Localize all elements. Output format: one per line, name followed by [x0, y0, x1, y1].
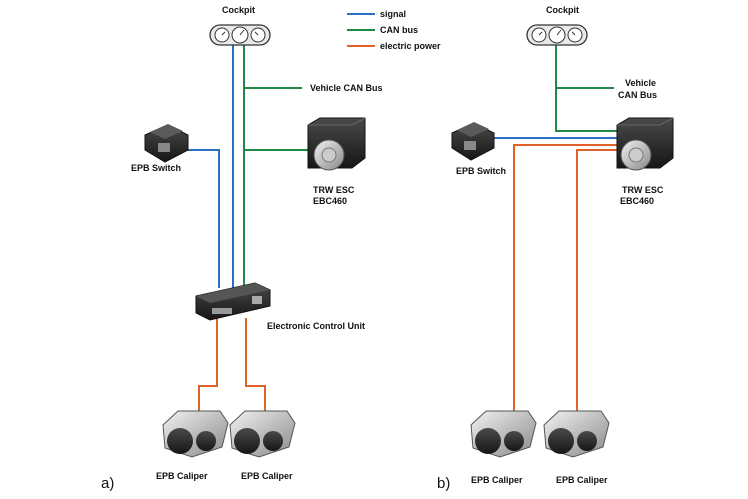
a-epb-switch-label: EPB Switch [131, 163, 181, 173]
a-signal-switch-ecu [183, 149, 220, 288]
b-vehicle-can-bus-label-1: Vehicle [625, 78, 656, 88]
a-cockpit-icon [209, 24, 271, 46]
a-ecu-box-icon [195, 282, 271, 321]
b-power-left-caliper [513, 144, 622, 418]
b-esc-label-2: EBC460 [620, 196, 654, 206]
a-panel-label: a) [101, 475, 114, 492]
a-power-right-caliper [245, 318, 266, 412]
legend-signal-label: signal [380, 9, 406, 19]
b-left-caliper-label: EPB Caliper [471, 475, 523, 485]
b-vehicle-can-bus-label-2: CAN Bus [618, 90, 657, 100]
diagram-a-wires [183, 44, 310, 412]
b-right-caliper-icon [543, 410, 610, 458]
b-cockpit-icon [526, 24, 588, 46]
b-right-caliper-label: EPB Caliper [556, 475, 608, 485]
legend-can-label: CAN bus [380, 25, 418, 35]
diagram-b-wires [490, 44, 622, 418]
a-cockpit-label: Cockpit [222, 5, 255, 15]
a-ecu-label: Electronic Control Unit [267, 321, 365, 331]
b-esc-module-icon [616, 117, 674, 171]
b-epb-switch-label: EPB Switch [456, 166, 506, 176]
b-esc-label-1: TRW ESC [622, 185, 664, 195]
b-cockpit-label: Cockpit [546, 5, 579, 15]
a-left-caliper-icon [162, 410, 229, 458]
a-right-caliper-label: EPB Caliper [241, 471, 293, 481]
b-epb-switch-icon [451, 122, 495, 161]
b-power-right-caliper [576, 149, 622, 418]
diagram-a: Cockpit Vehicle CAN Bus EPB Switch TRW E… [101, 5, 383, 492]
a-esc-label-1: TRW ESC [313, 185, 355, 195]
b-panel-label: b) [437, 475, 450, 492]
a-right-caliper-icon [229, 410, 296, 458]
legend-power-label: electric power [380, 41, 441, 51]
b-can-cockpit-esc [555, 44, 622, 132]
a-esc-module-icon [307, 117, 366, 171]
b-left-caliper-icon [470, 410, 537, 458]
a-epb-switch-icon [144, 124, 189, 163]
diagram-b: Cockpit Vehicle CAN Bus EPB Switch TRW [437, 5, 674, 492]
legend: signal CAN bus electric power [347, 9, 441, 51]
a-esc-label-2: EBC460 [313, 196, 347, 206]
a-power-left-caliper [198, 318, 218, 412]
a-left-caliper-label: EPB Caliper [156, 471, 208, 481]
a-vehicle-can-bus-label: Vehicle CAN Bus [310, 83, 383, 93]
